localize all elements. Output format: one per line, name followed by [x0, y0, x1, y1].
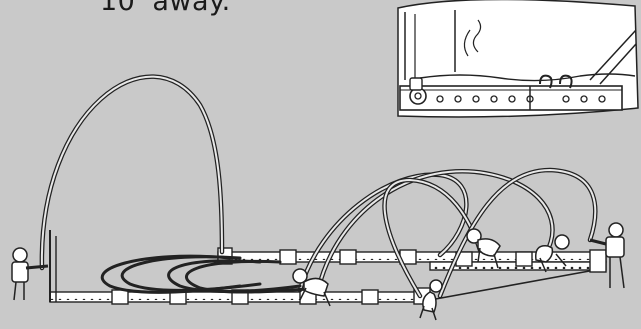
- inset-detail-view: [398, 0, 638, 117]
- person-crouching-front-right: [420, 280, 442, 320]
